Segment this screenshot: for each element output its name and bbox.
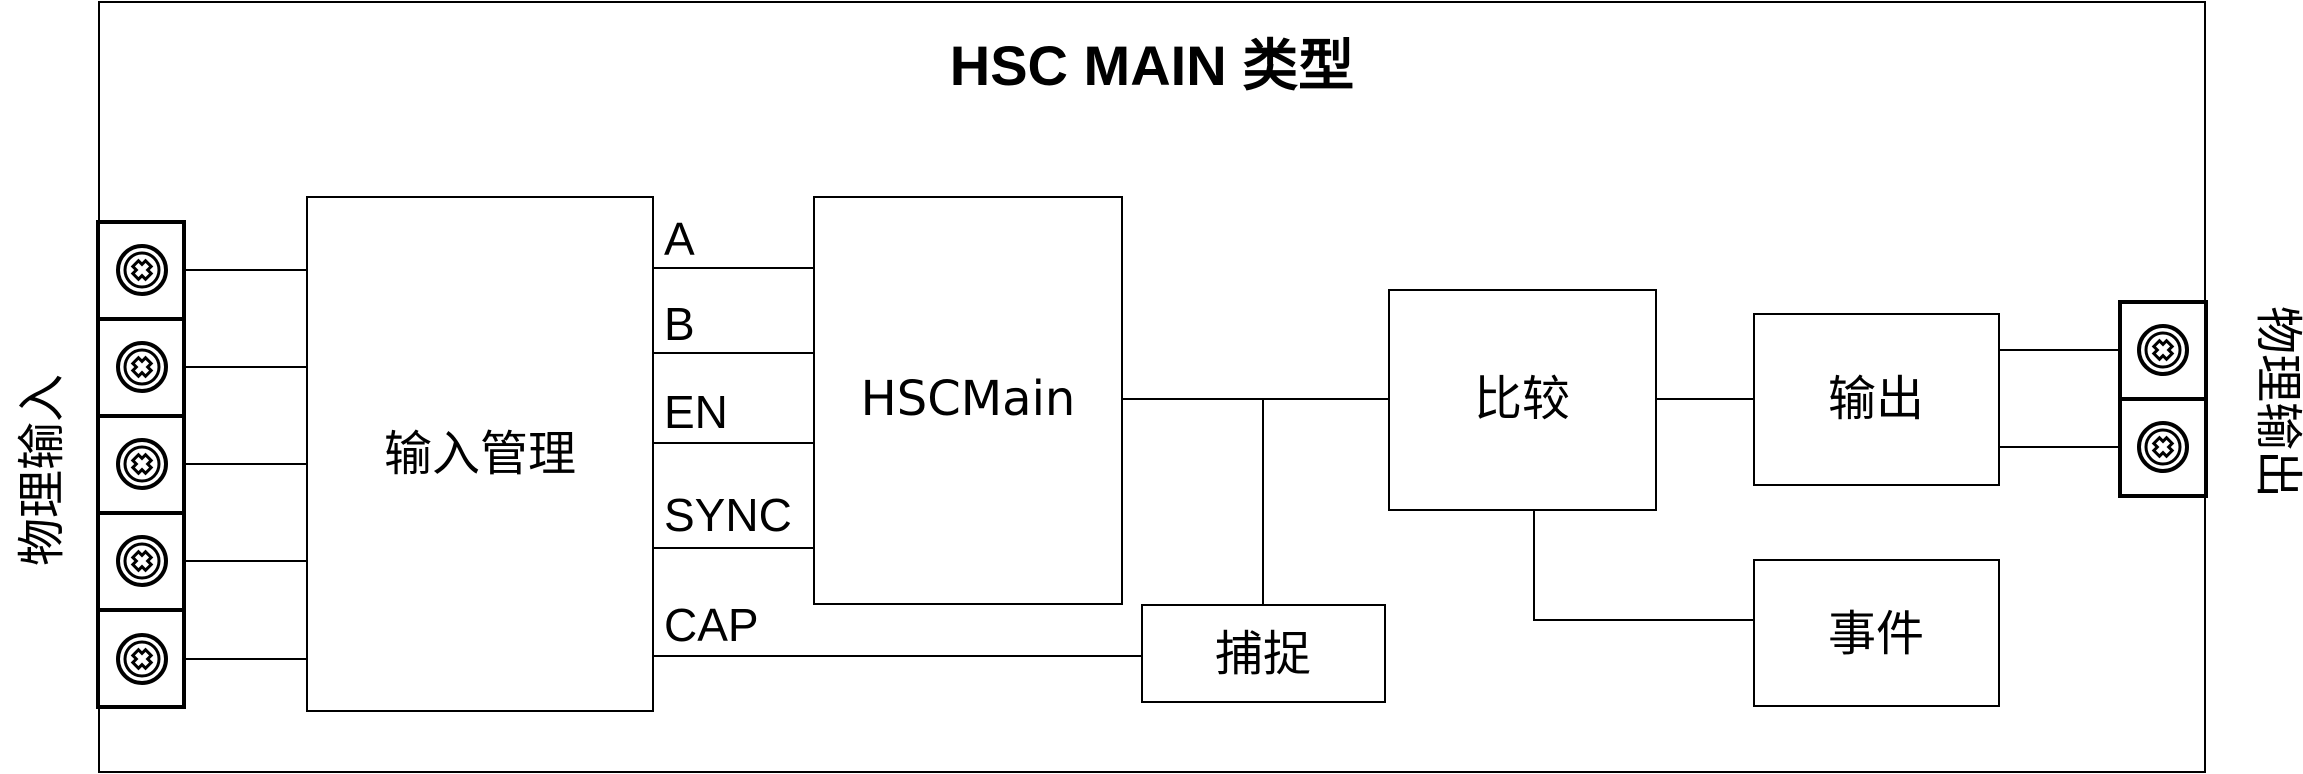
hsc-main-label: HSCMain <box>861 371 1076 427</box>
output-terminal-strip <box>2118 300 2208 498</box>
signal-en-label: EN <box>664 386 728 438</box>
event-block <box>1753 559 2000 707</box>
output-label: 输出 <box>1828 371 1924 427</box>
physical-output-label: 物理输出 <box>2250 306 2303 498</box>
signal-cap-label: CAP <box>664 599 759 651</box>
main-output-wires <box>1122 398 1389 605</box>
signal-a-label: A <box>664 213 695 265</box>
terminal-screw-icon <box>116 341 168 393</box>
terminal-screw-icon <box>116 244 168 296</box>
capture-block <box>1141 604 1386 703</box>
input-management-block <box>306 196 654 712</box>
signal-sync-label: SYNC <box>664 489 792 541</box>
signal-wires <box>653 267 1142 657</box>
physical-input-label: 物理输入 <box>14 374 70 566</box>
output-block <box>1753 313 2000 486</box>
compare-label: 比较 <box>1474 371 1570 427</box>
terminal-screw-icon <box>116 438 168 490</box>
compare-block <box>1388 289 1657 511</box>
terminal-screw-icon <box>116 535 168 587</box>
terminal-screw-icon <box>116 633 168 685</box>
signal-b-label: B <box>664 298 695 350</box>
terminal-screw-icon <box>2137 324 2189 376</box>
input-management-label: 输入管理 <box>384 426 576 482</box>
capture-label: 捕捉 <box>1215 626 1311 682</box>
terminal-screw-icon <box>2137 421 2189 473</box>
event-label: 事件 <box>1828 606 1924 662</box>
physical-output-wires <box>1999 349 2120 448</box>
diagram-title: HSC MAIN 类型 <box>950 34 1354 97</box>
input-terminal-strip <box>96 220 186 709</box>
hsc-main-block <box>813 196 1123 605</box>
compare-output-wires <box>1533 398 1754 621</box>
input-wires <box>184 269 307 660</box>
